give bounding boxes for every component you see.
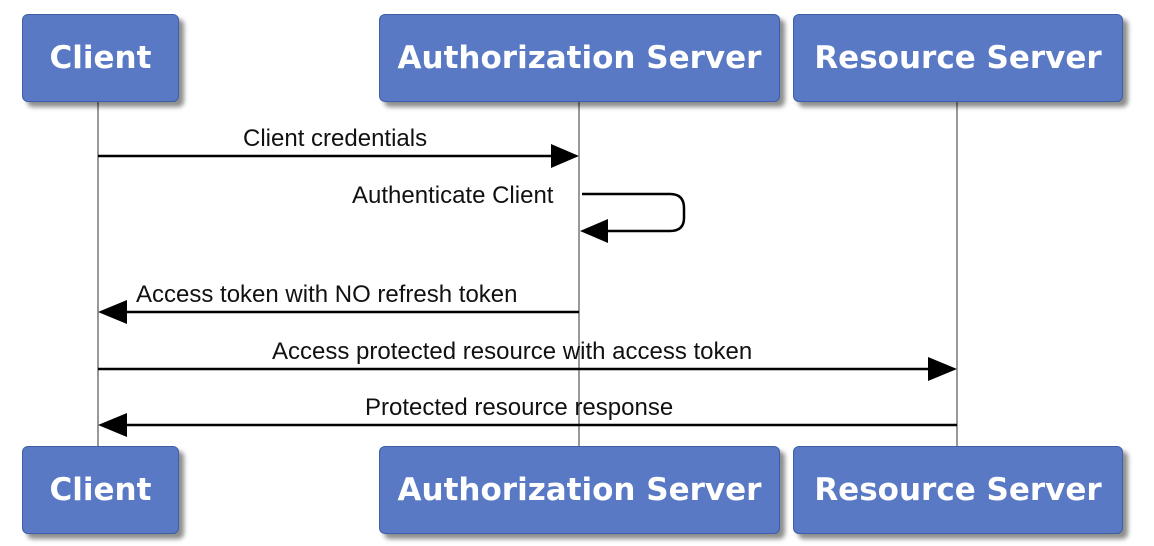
message-label-access-protected-resource: Access protected resource with access to… — [272, 338, 753, 365]
participant-authorization-server-top: Authorization Server — [379, 14, 780, 102]
participant-resource-server-top: Resource Server — [793, 14, 1123, 102]
message-access-token — [98, 300, 579, 324]
message-access-protected-resource — [98, 357, 957, 381]
message-label-protected-resource-response: Protected resource response — [365, 394, 674, 421]
participant-resource-server-bottom: Resource Server — [793, 446, 1123, 534]
message-protected-resource-response — [98, 413, 957, 437]
message-authenticate-client — [580, 192, 686, 243]
participant-client-top: Client — [22, 14, 179, 102]
message-label-authenticate-client: Authenticate Client — [352, 182, 554, 209]
message-client-credentials — [98, 144, 579, 168]
participant-authorization-server-bottom: Authorization Server — [379, 446, 780, 534]
message-label-client-credentials: Client credentials — [243, 125, 428, 152]
participant-client-bottom: Client — [22, 446, 179, 534]
message-label-access-token: Access token with NO refresh token — [136, 281, 518, 308]
